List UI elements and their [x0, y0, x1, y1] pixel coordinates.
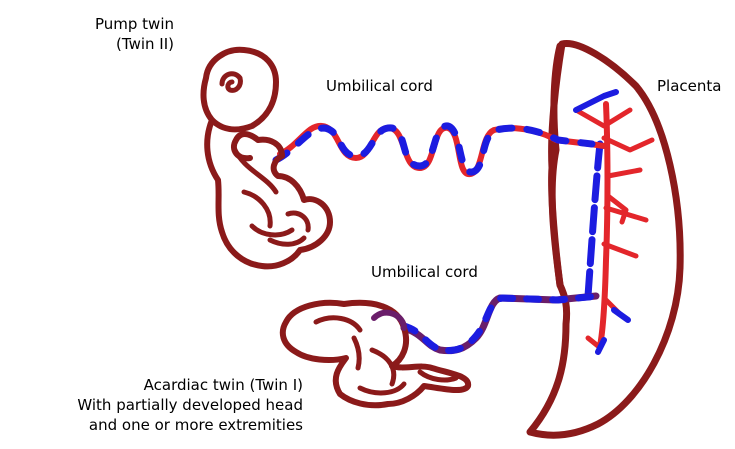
- pump-twin-figure: [204, 50, 330, 267]
- pump-twin-head: [204, 50, 276, 130]
- acardiac-twin-label-line3: and one or more extremities: [77, 415, 303, 435]
- acardiac-twin-vessel: [374, 313, 404, 328]
- acardiac-twin-figure: [283, 303, 468, 405]
- pump-twin-label: Pump twin (Twin II): [95, 14, 174, 54]
- umbilical-cord-label-bottom: Umbilical cord: [371, 262, 478, 282]
- umbilical-cord-label-top: Umbilical cord: [326, 76, 433, 96]
- acardiac-twin-label-line2: With partially developed head: [77, 395, 303, 415]
- placental-vessels: [576, 92, 652, 352]
- placenta-vein: [588, 144, 600, 296]
- placenta-label: Placenta: [657, 76, 721, 96]
- pump-twin-limbs: [234, 148, 308, 244]
- pump-twin-label-line1: Pump twin: [95, 14, 174, 34]
- pump-twin-ear: [222, 74, 240, 91]
- acardiac-twin-label: Acardiac twin (Twin I) With partially de…: [77, 375, 303, 435]
- pump-twin-body: [207, 120, 330, 266]
- pump-twin-label-line2: (Twin II): [95, 34, 174, 54]
- acardiac-twin-label-line1: Acardiac twin (Twin I): [77, 375, 303, 395]
